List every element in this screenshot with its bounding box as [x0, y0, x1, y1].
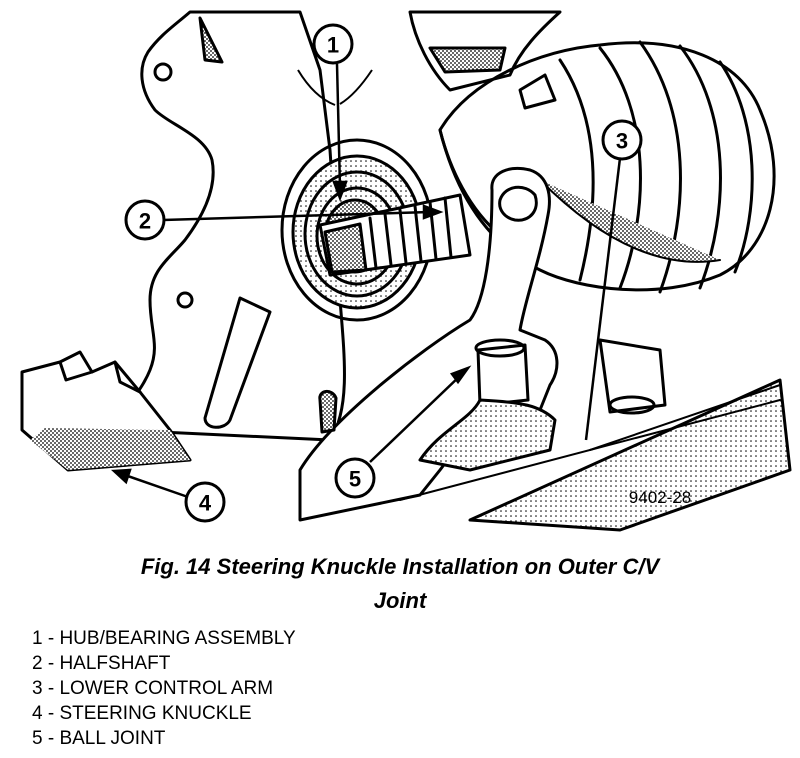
caption-line-1: Fig. 14 Steering Knuckle Installation on…: [140, 554, 660, 579]
leader-line-1: [335, 63, 342, 189]
leader-line-3: [584, 157, 622, 441]
legend-item: 2 - HALFSHAFT: [32, 653, 171, 674]
callout-4-circle: [184, 481, 226, 523]
ball-joint: [418, 338, 557, 472]
leader-line-2: [162, 210, 431, 222]
hand: [298, 166, 559, 522]
callout-3-circle: [601, 119, 643, 161]
legend-item: 1 - HUB/BEARING ASSEMBLY: [32, 628, 296, 649]
knuckle-bolt-hole-upper: [153, 62, 173, 82]
legend-item: 5 - BALL JOINT: [32, 728, 166, 749]
callout-2-label: 2: [139, 209, 151, 234]
callout-4-label: 4: [199, 491, 212, 516]
knuckle-upper-notch: [198, 16, 224, 64]
figure-id: 9402-28: [629, 488, 691, 507]
leader-line-4: [121, 472, 189, 499]
callout-5-label: 5: [349, 467, 361, 492]
callout-3-label: 3: [616, 129, 628, 154]
knuckle-slot: [203, 296, 272, 429]
knuckle-bolt-hole-lower: [176, 291, 194, 309]
lower-control-arm: [399, 338, 792, 532]
leader-line-5: [369, 373, 463, 463]
legend-item: 4 - STEERING KNUCKLE: [32, 703, 252, 724]
caption-line-2: Joint: [373, 588, 427, 613]
legend-list: 1 - HUB/BEARING ASSEMBLY 2 - HALFSHAFT 3…: [32, 626, 296, 751]
technical-illustration: 1 2 3 4 5 9402-28: [20, 10, 792, 532]
legend-item: 3 - LOWER CONTROL ARM: [32, 678, 274, 699]
figure-caption: Fig. 14 Steering Knuckle Installation on…: [0, 550, 800, 618]
upper-housing: [408, 10, 562, 92]
callout-2-circle: [124, 199, 166, 241]
callout-5-circle: [334, 457, 376, 499]
callout-1-label: 1: [327, 33, 339, 58]
callout-1-circle: [312, 23, 354, 65]
